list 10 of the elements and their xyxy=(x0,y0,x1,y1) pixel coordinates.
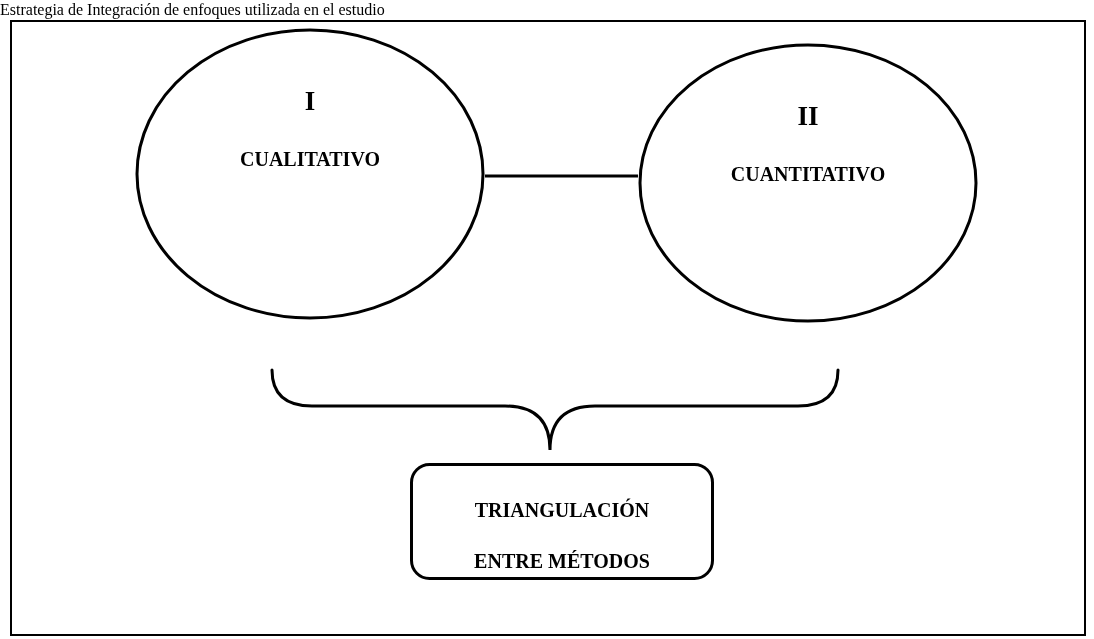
ellipse-node xyxy=(135,28,485,320)
ellipse-node xyxy=(638,43,978,323)
rounded-box xyxy=(410,463,714,580)
roman-numeral: I xyxy=(304,86,316,116)
node-label: CUANTITATIVO xyxy=(730,162,886,187)
title: Estrategia de Integración de enfoques utilizada en el estudio xyxy=(0,0,385,19)
roman-numeral: II xyxy=(797,101,819,131)
node-label: CUALITATIVO xyxy=(240,147,380,172)
node-label: TRIANGULACIÓN ENTRE MÉTODOS xyxy=(473,497,651,574)
connector-line xyxy=(485,174,639,178)
